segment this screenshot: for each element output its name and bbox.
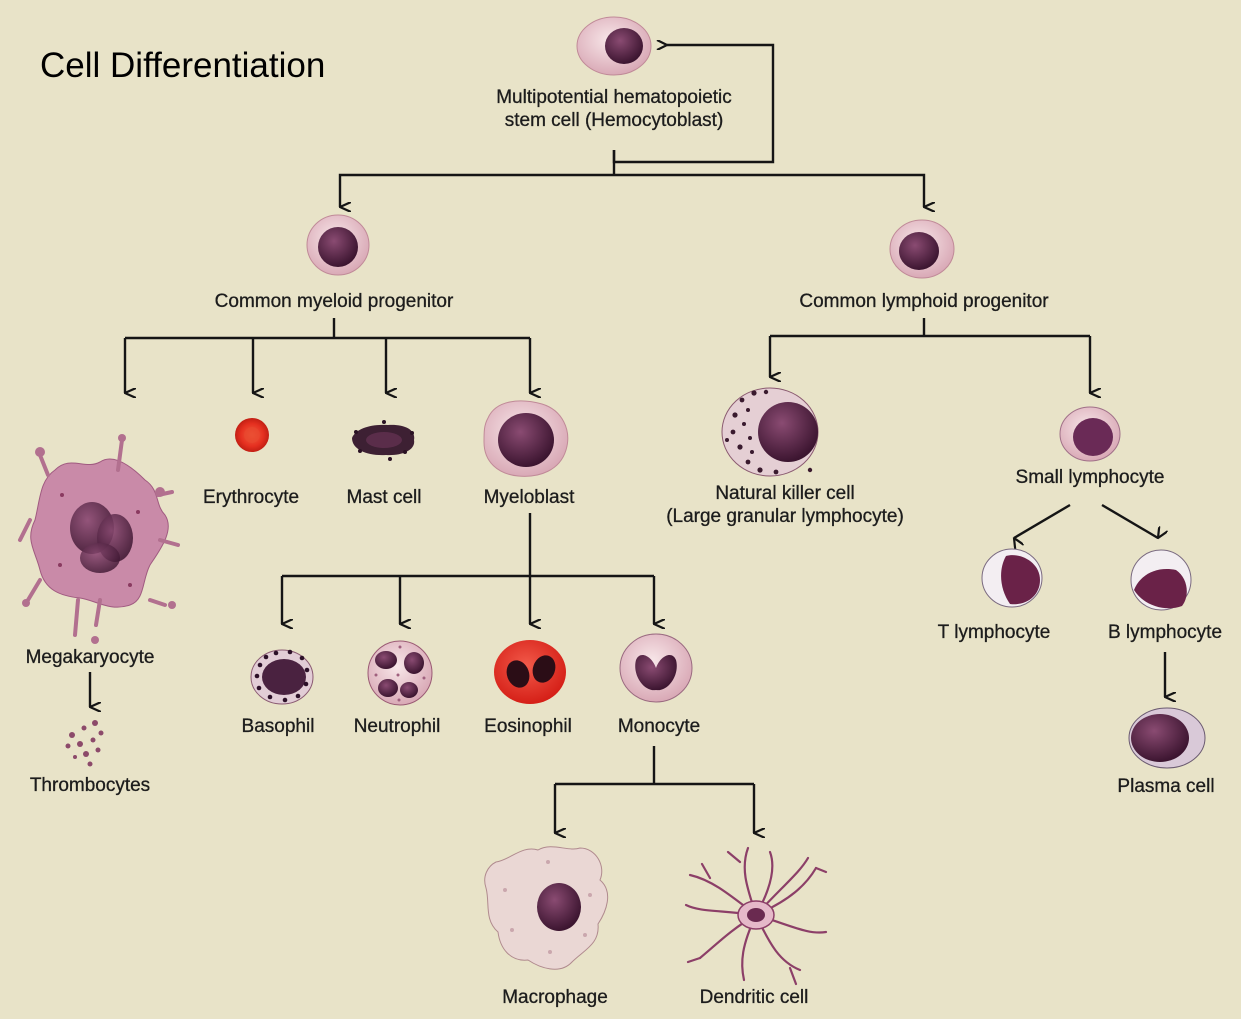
megakaryocyte-label: Megakaryocyte [25, 647, 155, 668]
lymphoid-progenitor-label: Common lymphoid progenitor [799, 291, 1049, 312]
nk-cell-label: Natural killer cell (Large granular lymp… [666, 483, 904, 527]
monocyte-split-line [555, 746, 754, 786]
nk-cell-image [721, 387, 819, 477]
mast-cell-label: Mast cell [346, 487, 422, 508]
dendritic-cell-image [684, 846, 828, 986]
basophil-image [250, 649, 314, 705]
megakaryocyte-image [18, 434, 180, 644]
stem-cell-image [576, 16, 652, 76]
stem-to-myeloid-arrow [338, 173, 614, 207]
neutrophil-label: Neutrophil [353, 716, 441, 737]
eosinophil-label: Eosinophil [484, 716, 572, 737]
lymphoid-split-line [770, 318, 1090, 338]
plasma-cell-label: Plasma cell [1117, 776, 1215, 797]
macrophage-image [484, 846, 609, 970]
myeloblast-split-line [282, 513, 654, 578]
small-lymphocyte-to-b-arrow [1101, 503, 1158, 538]
mast-cell-image [352, 420, 415, 461]
t-lymphocyte-image [981, 548, 1043, 608]
b-lymphocyte-label: B lymphocyte [1107, 622, 1223, 643]
stem-to-lymphoid-arrow [614, 173, 924, 207]
erythrocyte-image [235, 418, 269, 452]
myeloblast-image [483, 400, 569, 477]
connectors [88, 45, 1165, 833]
macrophage-label: Macrophage [502, 987, 608, 1008]
neutrophil-image [367, 640, 433, 706]
myeloid-progenitor-image [306, 214, 370, 276]
stem-cell-label: Multipotential hematopoietic stem cell (… [496, 87, 732, 131]
myeloid-split-line [125, 318, 530, 340]
plasma-cell-image [1128, 707, 1206, 769]
thrombocytes-image [65, 720, 104, 767]
eosinophil-image [494, 640, 566, 704]
small-lymphocyte-image [1059, 406, 1121, 462]
dendritic-cell-label: Dendritic cell [699, 987, 809, 1008]
thrombocytes-label: Thrombocytes [29, 775, 151, 796]
erythrocyte-label: Erythrocyte [202, 487, 300, 508]
t-lymphocyte-label: T lymphocyte [937, 622, 1051, 643]
myeloid-progenitor-label: Common myeloid progenitor [214, 291, 454, 312]
monocyte-image [619, 633, 693, 703]
page-title: Cell Differentiation [40, 46, 326, 85]
small-lymphocyte-to-t-arrow [1014, 503, 1071, 538]
lymphoid-progenitor-image [889, 219, 955, 279]
myeloblast-label: Myeloblast [483, 487, 575, 508]
basophil-label: Basophil [241, 716, 315, 737]
b-lymphocyte-image [1130, 549, 1192, 611]
small-lymphocyte-label: Small lymphocyte [1015, 467, 1165, 488]
monocyte-label: Monocyte [617, 716, 701, 737]
